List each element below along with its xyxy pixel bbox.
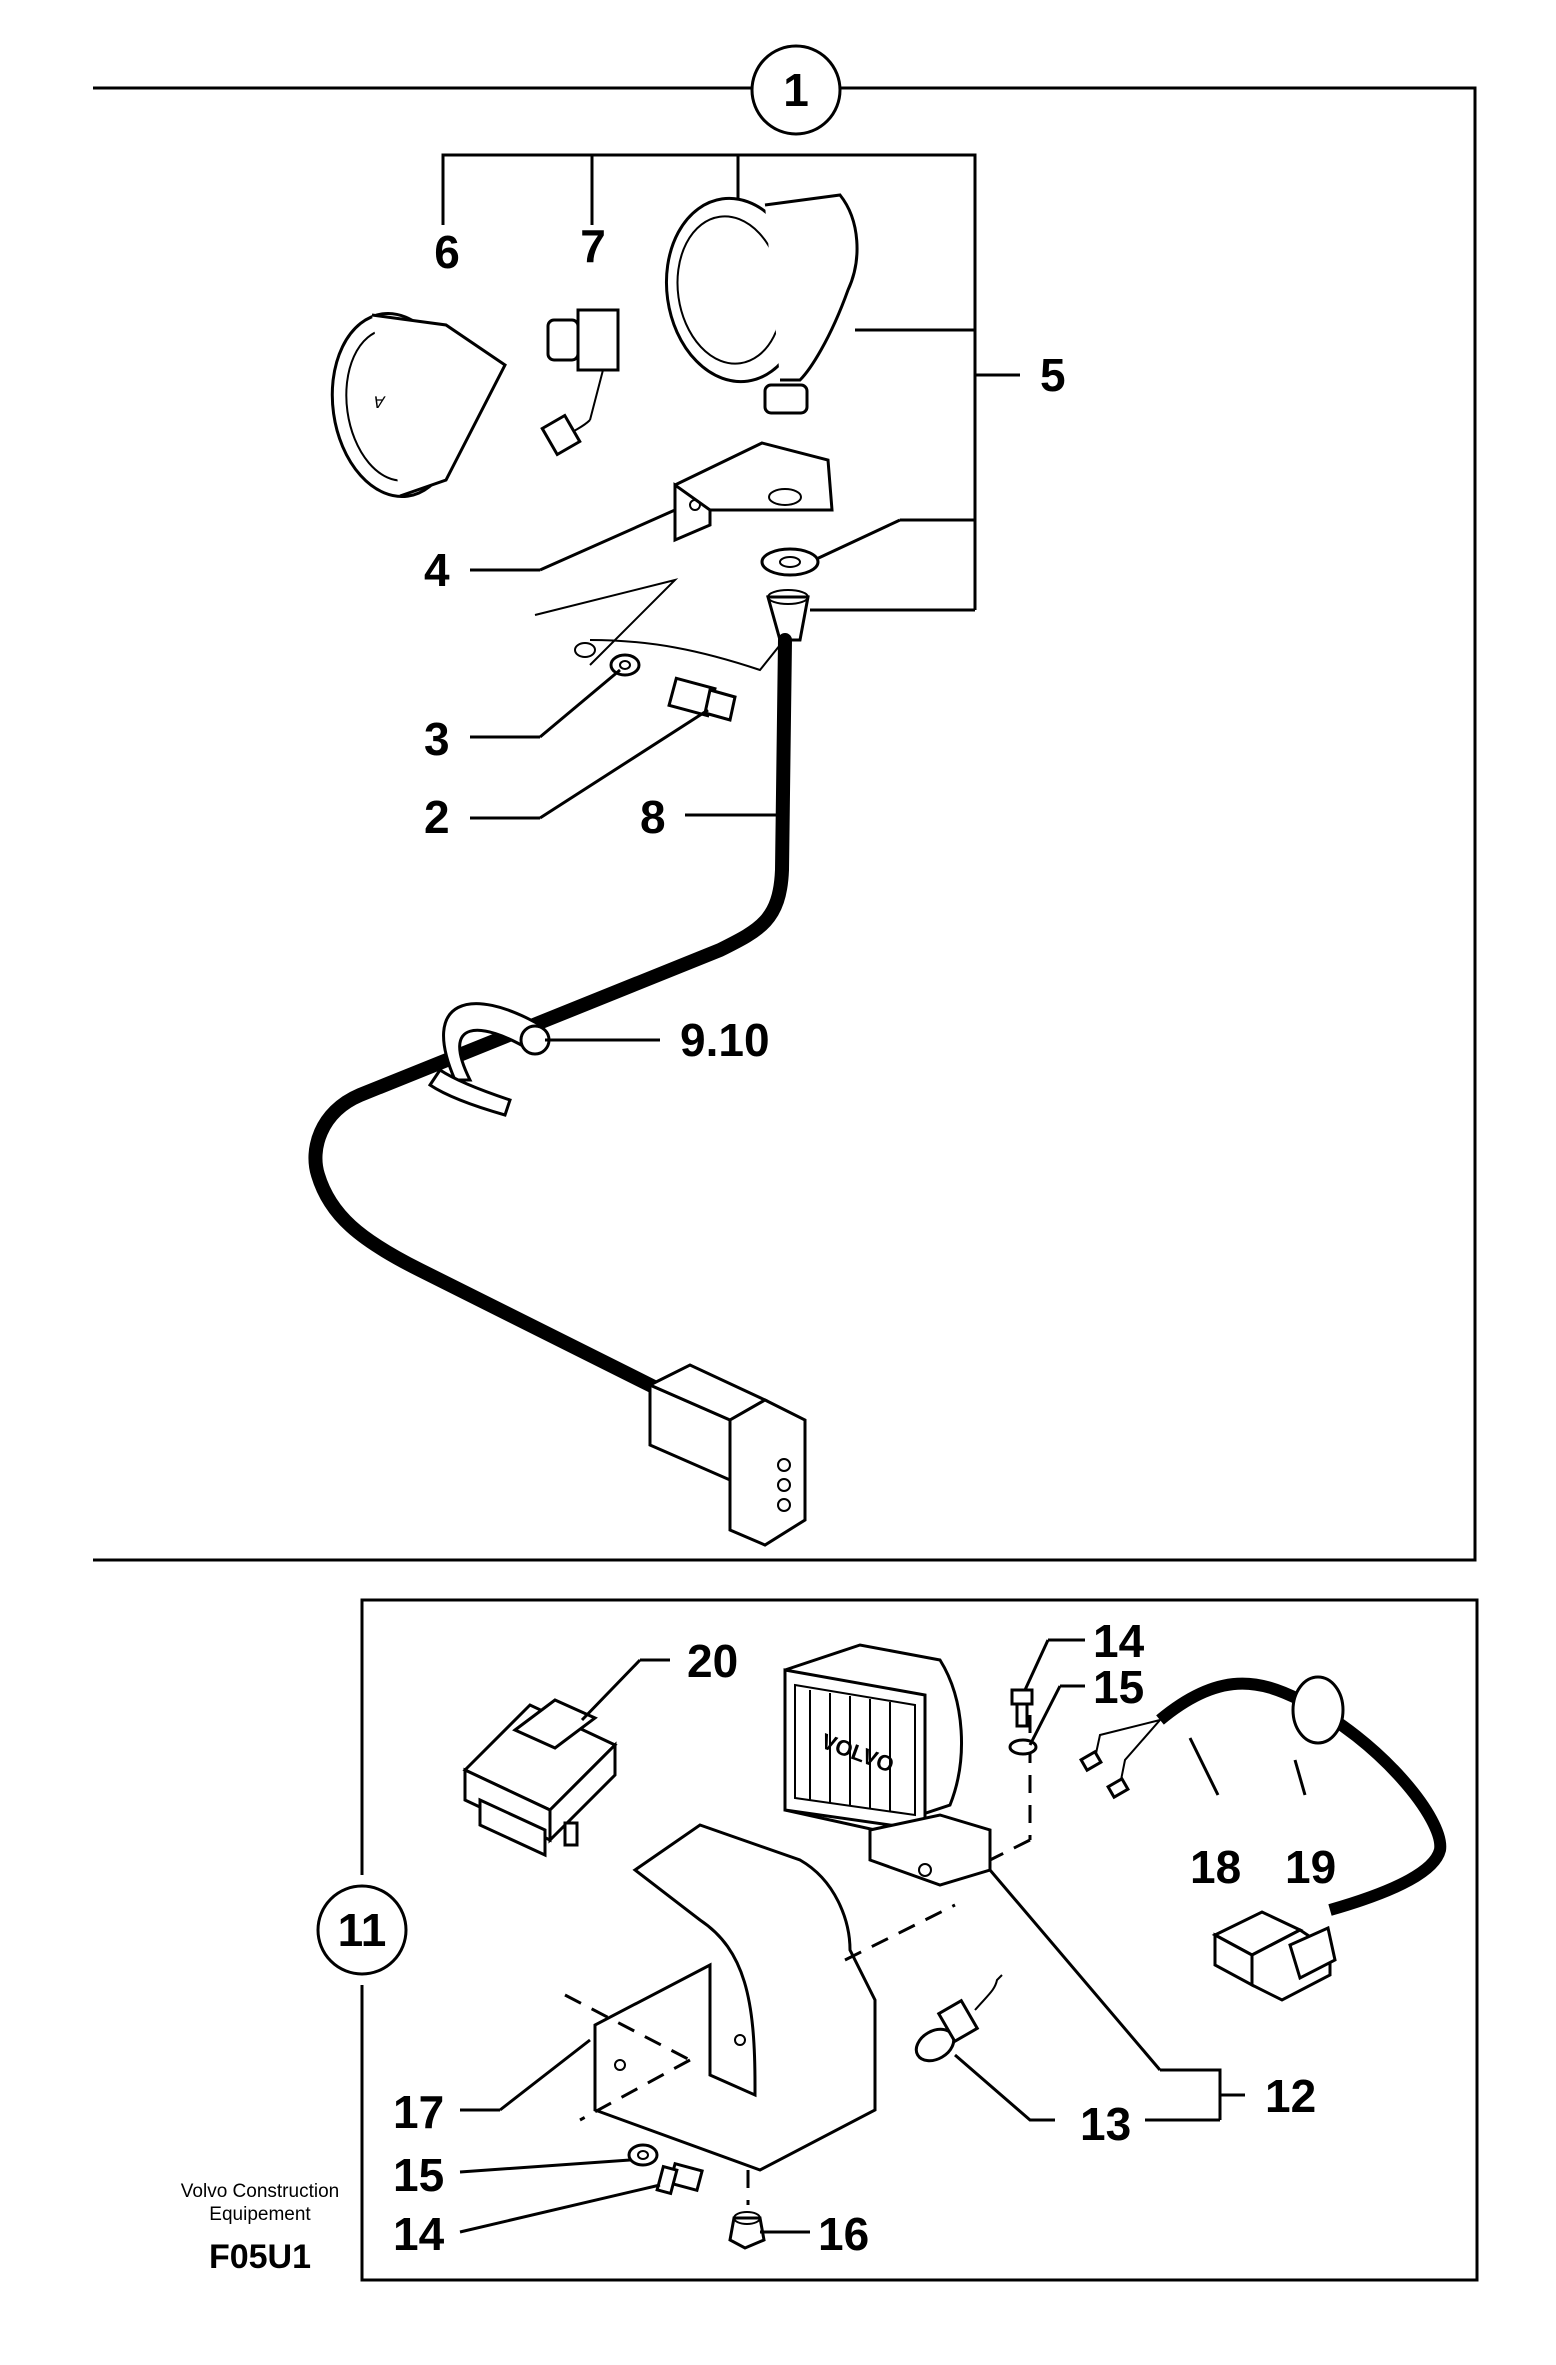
connector-plug-bottom (1211, 1910, 1337, 2002)
callout-20: 20 (687, 1635, 738, 1687)
mounting-bracket-part-4 (673, 441, 834, 543)
callouts-bottom: 20 14 15 18 19 12 13 17 15 14 16 (393, 1615, 1336, 2260)
nut-and-grommet (760, 547, 820, 642)
cable-part-8 (308, 633, 792, 1397)
callout-3: 3 (424, 713, 450, 765)
callout-15-top: 15 (1093, 1661, 1144, 1713)
group-number-circle-top (750, 44, 842, 136)
callout-6: 6 (434, 226, 460, 278)
nut-part-16 (728, 2211, 766, 2250)
callout-14-bottom: 14 (393, 2208, 445, 2260)
callout-2: 2 (424, 791, 450, 843)
leader-lines-bottom (459, 1638, 1307, 2234)
lamp-cable-part-18 (1079, 1677, 1447, 1916)
assembly-dashes (564, 1715, 1032, 2205)
connector-plug-top (646, 1363, 807, 1547)
bulb-part-13 (914, 1974, 1003, 2063)
callout-16: 16 (818, 2208, 869, 2260)
lens-cone-part-6: Ɐ (330, 311, 507, 499)
washer-part-15-bottom (627, 2143, 659, 2167)
callout-9-10: 9.10 (680, 1014, 770, 1066)
rocker-switch-part-20 (462, 1658, 670, 1858)
leader-lines-top (470, 508, 785, 1042)
bolt-part-2 (667, 676, 737, 722)
figure-caption: Volvo Construction Equipement F05U1 (181, 2181, 339, 2276)
callout-14-top: 14 (1093, 1615, 1145, 1667)
callout-17: 17 (393, 2086, 444, 2138)
callout-18: 18 (1190, 1841, 1241, 1893)
washer-part-3 (609, 653, 641, 677)
bolt-part-14-bottom (655, 2161, 704, 2196)
bulb-part-7 (540, 308, 620, 457)
work-lamp-part-12: VOLVO (783, 1643, 992, 1887)
ground-wire (534, 578, 781, 672)
group-number-bottom: 11 (338, 1904, 387, 1956)
assembly-bracket-5 (441, 153, 1020, 612)
group-number-top: 1 (783, 64, 809, 116)
bracket-part-17 (593, 1823, 877, 2172)
callouts-top: 6 7 5 4 3 2 8 9.10 (424, 220, 1066, 1066)
callout-5: 5 (1040, 349, 1066, 401)
callout-8: 8 (640, 791, 666, 843)
callout-7: 7 (580, 220, 606, 272)
callout-15-bottom: 15 (393, 2149, 444, 2201)
callout-4: 4 (424, 544, 450, 596)
bolt-part-14-top (1010, 1688, 1034, 1728)
top-group-frame: 1 (93, 44, 1477, 1562)
caption-company: Volvo Construction (181, 2181, 339, 2202)
lamp-housing-part-5 (664, 193, 859, 415)
group-number-circle-bottom (316, 1884, 408, 1976)
sleeve-part-19 (1291, 1675, 1345, 1745)
bottom-group-frame: 11 (316, 1598, 1479, 2282)
figure-code: F05U1 (209, 2238, 311, 2276)
cable-tie-part-9-10 (427, 1002, 551, 1117)
svg-text:Ɐ: Ɐ (372, 395, 386, 412)
caption-subtitle: Equipement (209, 2204, 311, 2225)
callout-13: 13 (1080, 2098, 1131, 2150)
callout-12: 12 (1265, 2070, 1316, 2122)
callout-19: 19 (1285, 1841, 1336, 1893)
